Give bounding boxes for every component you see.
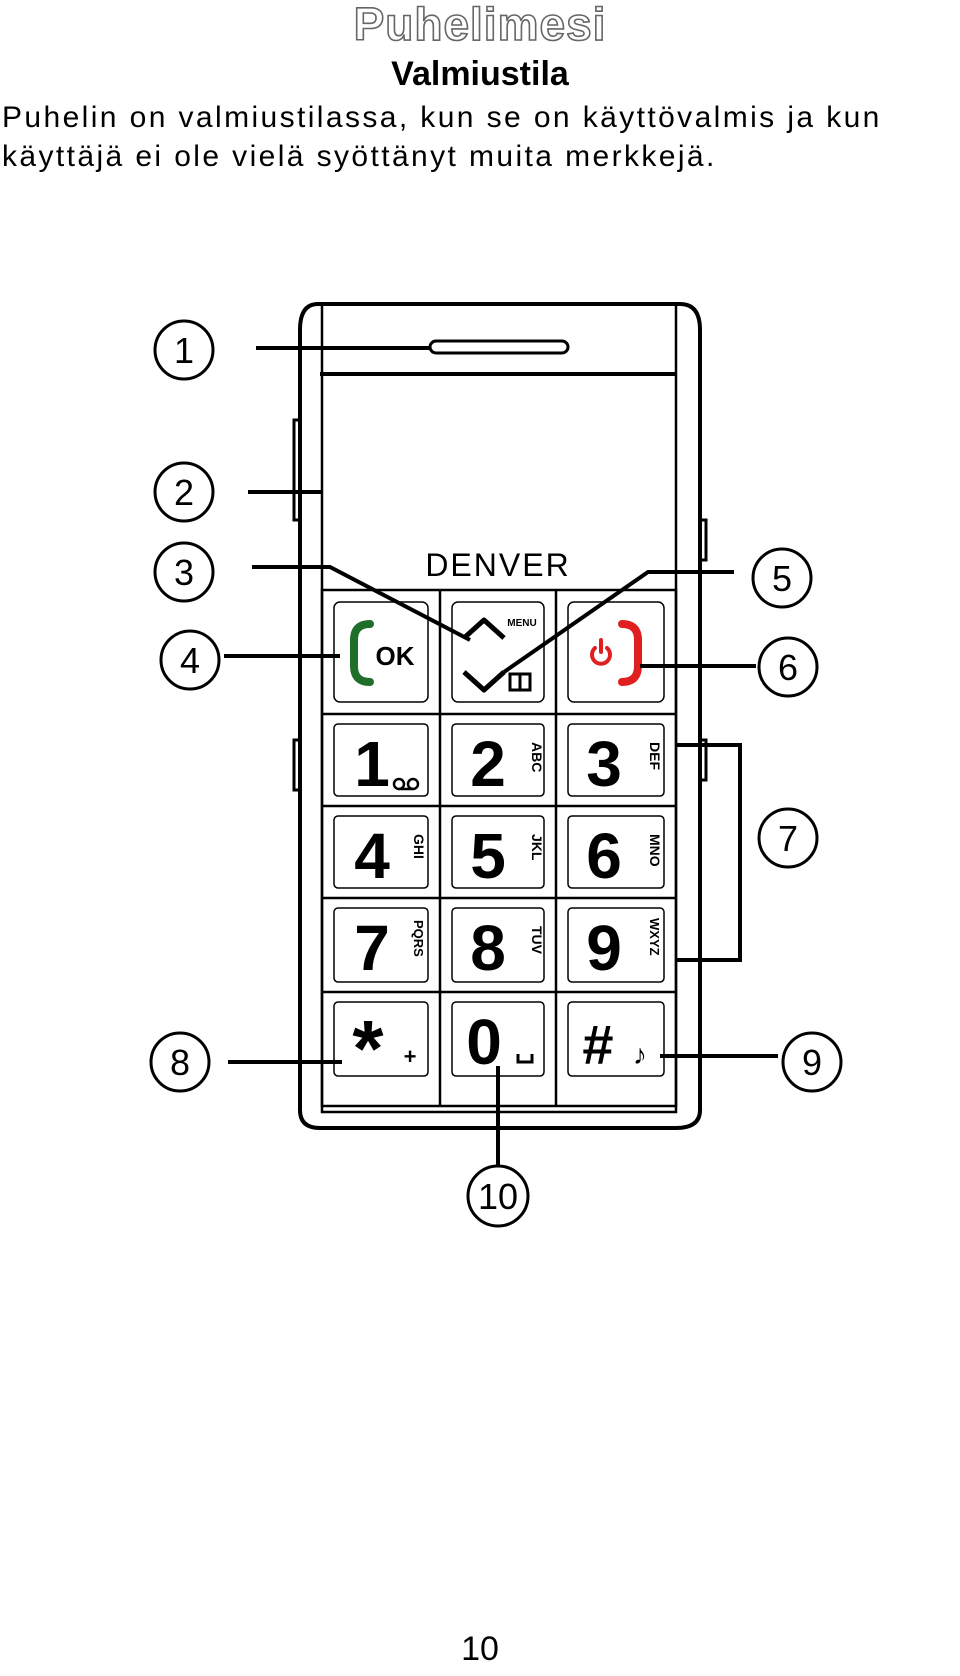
callout-9: 9 — [802, 1042, 822, 1083]
callout-lines — [224, 346, 778, 1168]
callout-4: 4 — [180, 640, 200, 681]
callout-7: 7 — [778, 818, 798, 859]
section-title: Valmiustila — [391, 55, 569, 93]
key-bevels — [333, 601, 665, 1077]
callout-2: 2 — [174, 472, 194, 513]
voicemail-icon — [392, 777, 420, 791]
space-icon — [516, 1054, 534, 1064]
key-5[interactable]: 5 JKL — [470, 820, 545, 892]
callout-10: 10 — [478, 1176, 518, 1217]
key-7[interactable]: 7 PQRS — [354, 912, 426, 984]
keypad-outline — [320, 588, 678, 1108]
key-4[interactable]: 4 GHI — [354, 820, 427, 892]
earpiece — [428, 339, 570, 355]
callout-1: 1 — [174, 330, 194, 371]
key-8[interactable]: 8 TUV — [470, 912, 545, 984]
phonebook-icon — [508, 672, 532, 692]
callout-3: 3 — [174, 552, 194, 593]
key-letters: ♪ — [633, 1039, 647, 1070]
intro-paragraph: Puhelin on valmiustilassa, kun se on käy… — [2, 98, 958, 176]
key-3[interactable]: 3 DEF — [586, 728, 663, 800]
key-digit: 4 — [354, 820, 390, 892]
key-hash[interactable]: # ♪ — [582, 1013, 647, 1076]
key-letters: GHI — [411, 834, 427, 859]
key-letters: + — [404, 1044, 417, 1069]
key-digit: 0 — [466, 1006, 502, 1078]
key-digit: 1 — [354, 728, 390, 800]
down-arrow-icon — [462, 670, 506, 693]
page-number: 10 — [461, 1630, 499, 1668]
key-digit: 6 — [586, 820, 622, 892]
callout-8: 8 — [170, 1042, 190, 1083]
key-9[interactable]: 9 WXYZ — [586, 912, 662, 984]
key-letters: TUV — [529, 926, 545, 955]
nav-key[interactable]: MENU — [462, 617, 537, 693]
end-call-icon — [618, 620, 642, 686]
end-power-key[interactable] — [590, 620, 642, 686]
key-letters: PQRS — [411, 920, 426, 957]
ok-label: OK — [376, 641, 415, 671]
key-digit: 7 — [354, 912, 390, 984]
key-letters: JKL — [529, 834, 545, 861]
up-arrow-icon — [462, 617, 506, 640]
brand-logo: DENVER — [425, 547, 570, 583]
key-1[interactable]: 1 — [354, 728, 420, 800]
chapter-title: Puhelimesi — [353, 0, 607, 50]
callout-5: 5 — [772, 558, 792, 599]
callout-markers — [149, 319, 843, 1228]
key-letters: ABC — [529, 742, 545, 772]
key-digit: 5 — [470, 820, 506, 892]
intro-line-2: käyttäjä ei ole vielä syöttänyt muita me… — [2, 140, 717, 173]
call-ok-key[interactable]: OK — [350, 620, 415, 686]
key-digit: 9 — [586, 912, 622, 984]
key-star[interactable]: * + — [352, 1004, 416, 1093]
key-digit: 2 — [470, 728, 506, 800]
call-icon — [350, 620, 374, 686]
key-6[interactable]: 6 MNO — [586, 820, 663, 892]
key-digit: 3 — [586, 728, 622, 800]
key-2[interactable]: 2 ABC — [470, 728, 545, 800]
intro-line-1: Puhelin on valmiustilassa, kun se on käy… — [2, 101, 882, 134]
key-digit: * — [352, 1004, 384, 1093]
callout-6: 6 — [778, 647, 798, 688]
menu-label: MENU — [507, 618, 536, 629]
key-digit: 8 — [470, 912, 506, 984]
key-0[interactable]: 0 — [466, 1006, 534, 1078]
key-letters: MNO — [647, 834, 663, 867]
key-digit: # — [582, 1013, 613, 1076]
key-letters: WXYZ — [647, 918, 662, 956]
power-icon — [590, 638, 612, 666]
key-letters: DEF — [647, 742, 663, 770]
